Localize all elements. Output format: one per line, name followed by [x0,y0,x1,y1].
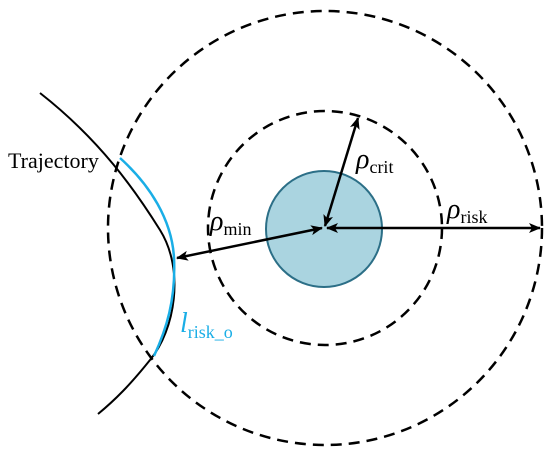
rho-risk-label: ρrisk [446,194,487,227]
risk-circle [106,9,544,447]
rho-crit-arrow [323,117,360,227]
l-risk-o-label: lrisk_o [180,308,233,342]
trajectory-label: Trajectory [8,148,99,173]
rho-min-arrow [176,225,323,261]
trajectory-curve [39,92,176,415]
rho-crit-label: ρcrit [355,144,393,177]
rho-min-label: ρmin [209,206,251,239]
risk-arc-segment [119,157,176,357]
